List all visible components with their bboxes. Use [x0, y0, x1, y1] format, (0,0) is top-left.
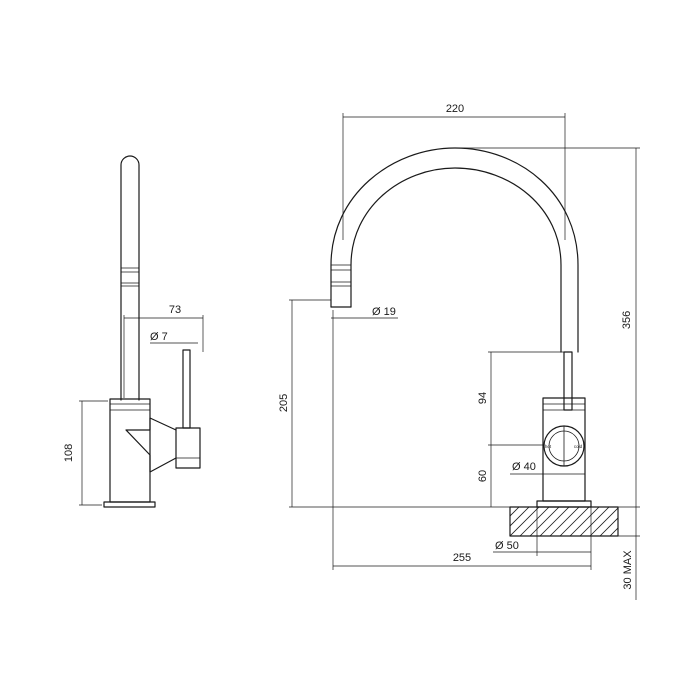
dim-body-height: 60 — [477, 470, 489, 482]
front-view: hot cold 220 356 — [278, 103, 640, 600]
front-base-flange — [536, 500, 592, 508]
dim-spout-dia: Ø 19 — [372, 306, 396, 318]
front-lever — [563, 351, 573, 411]
dim-side-reach: 73 — [169, 304, 181, 316]
side-view: 108 73 Ø 7 — [63, 155, 204, 508]
dim-total-height: 356 — [621, 311, 633, 329]
dim-spout-width: 220 — [446, 103, 464, 115]
dim-bench-thickness: 30 MAX — [622, 550, 634, 590]
side-base-flange — [103, 501, 156, 508]
side-spout — [120, 155, 140, 401]
front-spout — [330, 147, 579, 353]
label-hot: hot — [545, 444, 552, 449]
front-spout-inner — [350, 167, 562, 353]
side-connector — [125, 417, 177, 473]
bench-hatch — [510, 507, 618, 536]
dim-side-lever-dia: Ø 7 — [150, 331, 168, 343]
dim-body-dia: Ø 40 — [512, 461, 536, 473]
side-lever-housing — [175, 427, 201, 469]
dim-lever-height: 94 — [477, 392, 489, 404]
label-cold: cold — [574, 444, 583, 449]
side-body — [109, 398, 151, 503]
dim-side-height: 108 — [63, 444, 75, 462]
dim-overall-reach: 255 — [453, 552, 471, 564]
side-lever — [182, 349, 191, 429]
dim-base-dia: Ø 50 — [495, 540, 519, 552]
dim-outlet-height: 205 — [278, 394, 290, 412]
